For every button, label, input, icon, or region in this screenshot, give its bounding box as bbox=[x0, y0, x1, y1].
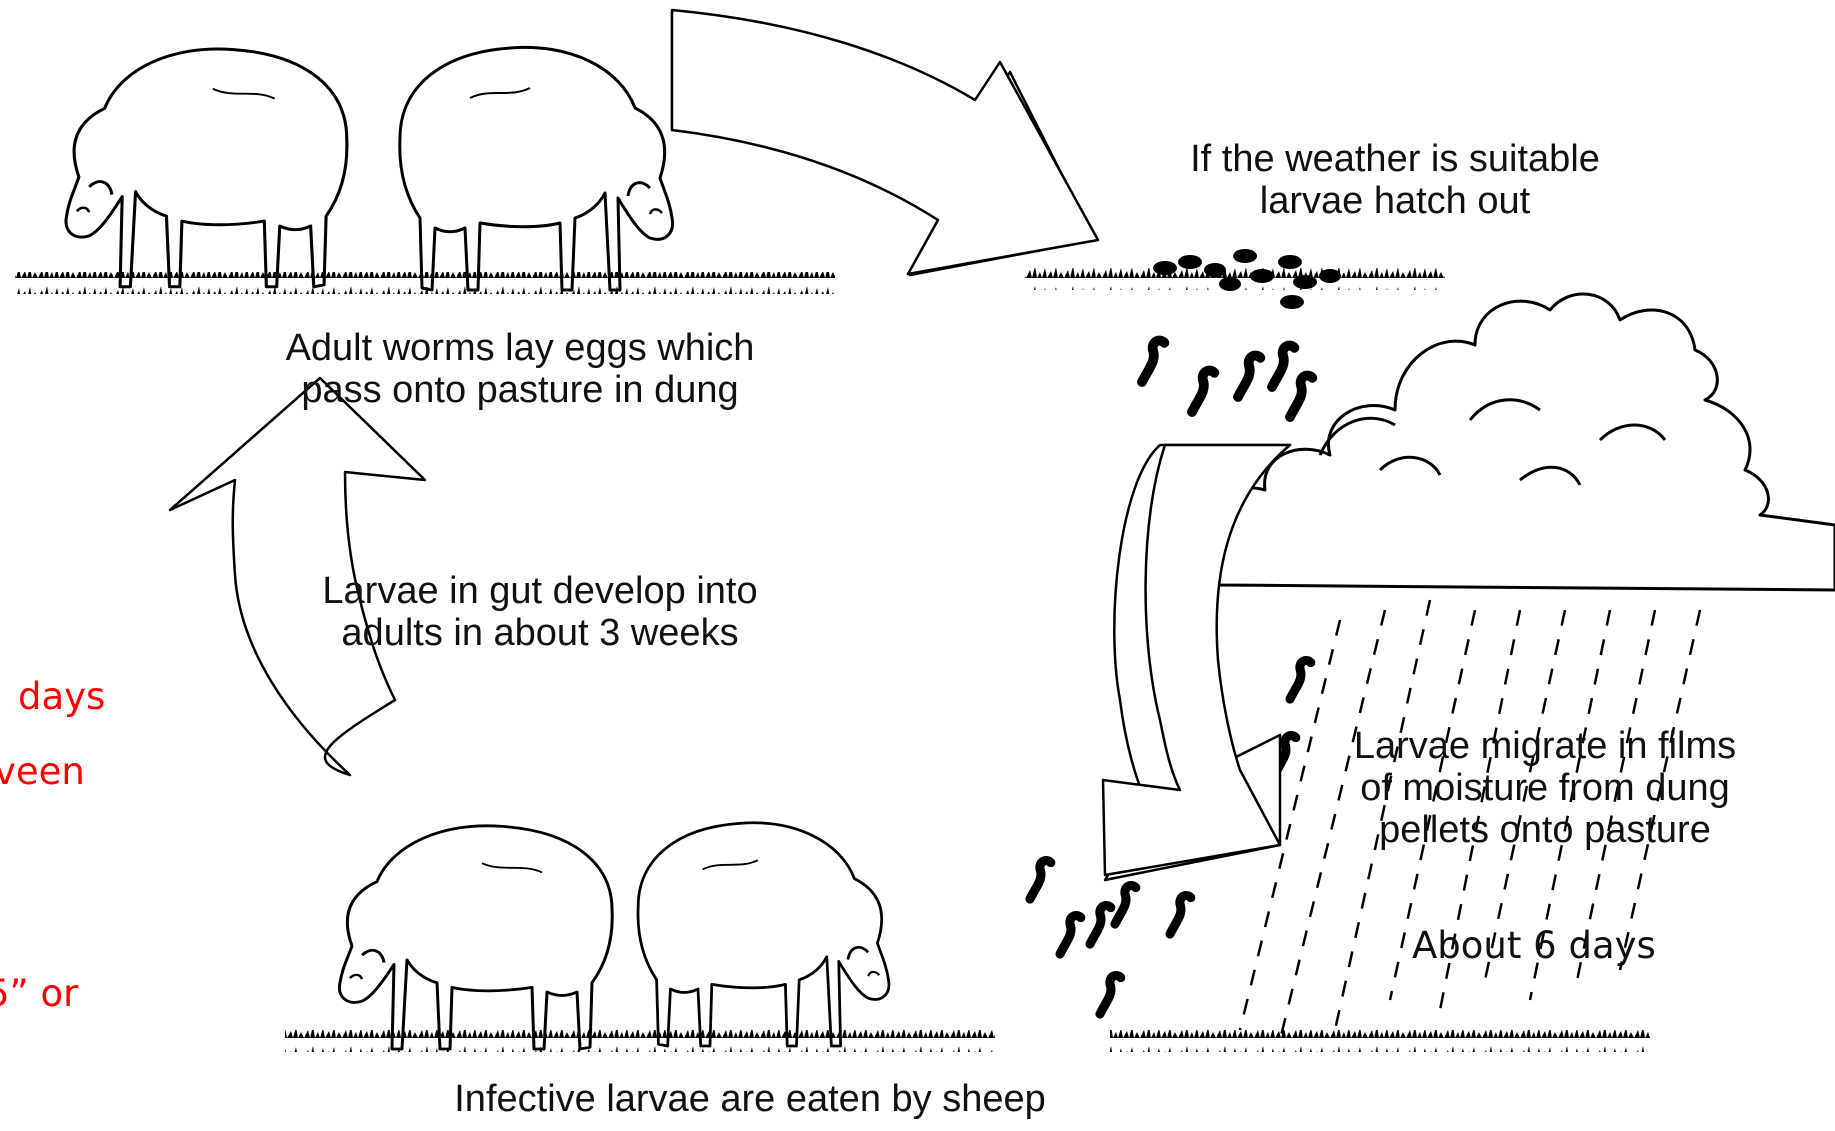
grass-strip bbox=[1110, 1030, 1650, 1052]
caption-line: If the weather is suitable bbox=[1140, 138, 1650, 180]
caption-gut-develop: Larvae in gut develop into adults in abo… bbox=[270, 570, 810, 654]
caption-line: larvae hatch out bbox=[1140, 180, 1650, 222]
caption-migrate: Larvae migrate in films of moisture from… bbox=[1300, 725, 1790, 851]
caption-weather: If the weather is suitable larvae hatch … bbox=[1140, 138, 1650, 222]
caption-line: pellets onto pasture bbox=[1300, 809, 1790, 851]
larvae-hatching bbox=[1142, 341, 1312, 417]
cropped-note-line: veen bbox=[0, 746, 85, 798]
sheep-illustration bbox=[638, 823, 889, 1046]
caption-line: Larvae in gut develop into bbox=[270, 570, 810, 612]
caption-eaten: Infective larvae are eaten by sheep bbox=[380, 1078, 1120, 1120]
caption-adult-worms: Adult worms lay eggs which pass onto pas… bbox=[230, 327, 810, 411]
caption-line: pass onto pasture in dung bbox=[230, 369, 810, 411]
caption-line: Larvae migrate in films bbox=[1300, 725, 1790, 767]
cropped-note-line: days bbox=[18, 671, 105, 723]
grass-strip bbox=[15, 272, 835, 294]
caption-line: of moisture from dung bbox=[1300, 767, 1790, 809]
sheep-illustration bbox=[66, 49, 347, 287]
caption-line: Adult worms lay eggs which bbox=[230, 327, 810, 369]
sheep-illustration bbox=[400, 47, 673, 290]
rain-cloud bbox=[1197, 294, 1835, 590]
caption-line: Infective larvae are eaten by sheep bbox=[380, 1078, 1120, 1120]
eggs-on-pasture bbox=[1025, 249, 1445, 417]
sheep-illustration bbox=[339, 826, 612, 1049]
about-6-days-label: About 6 days bbox=[1412, 920, 1656, 972]
caption-line: adults in about 3 weeks bbox=[270, 612, 810, 654]
bottom-sheep-group bbox=[285, 823, 995, 1052]
cropped-note-line: 5” or bbox=[0, 968, 78, 1020]
grass-strip bbox=[285, 1030, 995, 1052]
